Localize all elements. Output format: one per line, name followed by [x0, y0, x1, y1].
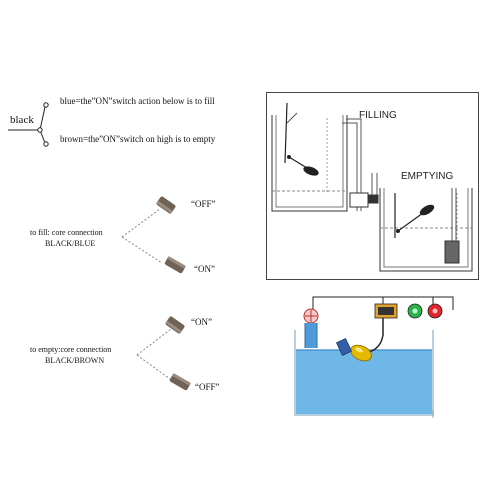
- black-terminal-left: [37, 127, 43, 133]
- brown-wire-description: brown=the”ON”switch on high is to empty: [60, 134, 216, 144]
- wiring-diagram: [8, 102, 49, 147]
- empty-connection-diagram: [136, 316, 191, 391]
- fill-on-label: “ON”: [194, 264, 215, 274]
- fill-off-label: “OFF”: [191, 199, 216, 209]
- fill-connection-title: to fill: core connection: [30, 228, 103, 237]
- emptying-tank: [379, 188, 473, 272]
- fill-bottom-wire: [121, 236, 163, 264]
- filling-tank: [271, 112, 379, 212]
- filling-label: FILLING: [359, 110, 397, 121]
- empty-connection-colors: BLACK/BROWN: [45, 356, 105, 365]
- empty-off-label: “OFF”: [195, 382, 220, 392]
- empty-float-on: [165, 316, 185, 334]
- blue-wire-description: blue=the”ON”switch action below is to fi…: [60, 96, 215, 106]
- fill-connection-colors: BLACK/BLUE: [45, 239, 96, 248]
- blue-terminal: [43, 102, 49, 108]
- float-ball: [350, 344, 372, 362]
- empty-top-wire: [136, 328, 172, 356]
- valve-icon: [303, 308, 319, 324]
- filling-float-switch: [284, 102, 319, 176]
- empty-connection-title: to empty:core connection: [30, 345, 112, 354]
- empty-bottom-wire: [136, 354, 171, 380]
- tank-illustration: FILLING EMPTYING: [271, 102, 473, 272]
- emptying-label: EMPTYING: [401, 171, 453, 182]
- black-wire-label: black: [10, 114, 34, 126]
- emptying-float-switch: [394, 193, 435, 238]
- fill-top-wire: [121, 208, 161, 238]
- empty-on-label: “ON”: [191, 317, 212, 327]
- fill-float-on: [164, 256, 186, 274]
- water-tank-illustration: [294, 296, 454, 418]
- brown-terminal: [43, 141, 49, 147]
- blue-wire-branch: [39, 106, 46, 131]
- fill-connection-diagram: [121, 196, 186, 274]
- filling-emptying-illustration: FILLING EMPTYING: [266, 92, 479, 280]
- empty-float-off: [169, 373, 191, 391]
- fill-float-off: [156, 196, 176, 214]
